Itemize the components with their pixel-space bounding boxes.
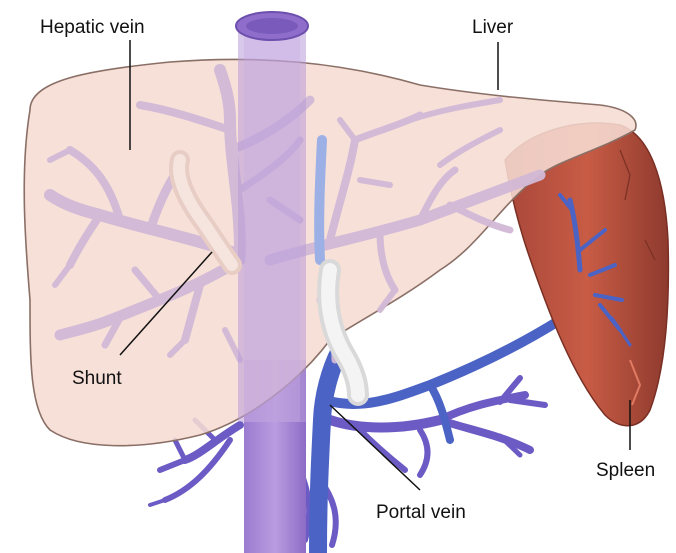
label-portal-vein: Portal vein bbox=[376, 502, 466, 523]
vena-cava bbox=[236, 12, 308, 422]
label-shunt: Shunt bbox=[72, 368, 122, 389]
label-spleen: Spleen bbox=[596, 460, 655, 481]
label-liver: Liver bbox=[472, 17, 514, 38]
label-hepatic-vein: Hepatic vein bbox=[40, 17, 145, 38]
portal-vein-intrahepatic bbox=[319, 140, 322, 260]
leader-portal-vein bbox=[330, 405, 420, 490]
